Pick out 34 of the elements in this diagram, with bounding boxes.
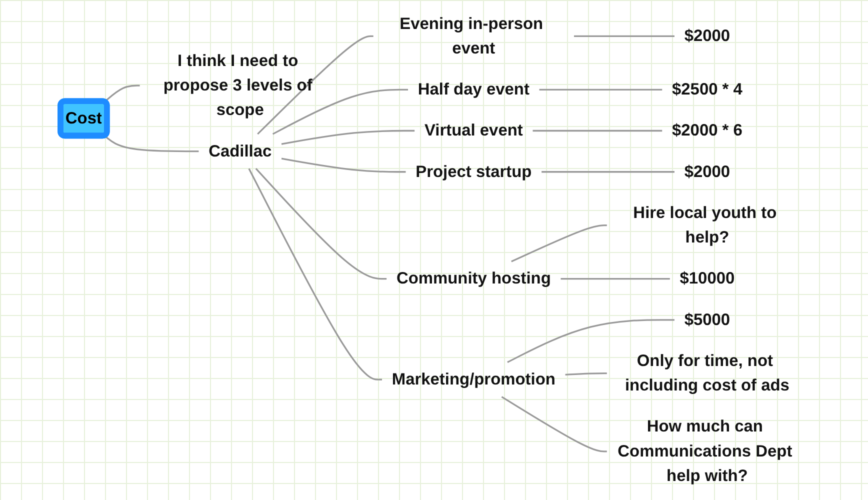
node-text: Project startup	[416, 162, 532, 181]
node-text: Virtual event	[424, 122, 523, 140]
connector	[574, 35, 674, 37]
node-text: I think I need to propose 3 levels of scope	[163, 52, 312, 120]
node-text: How much can Communications Dept help with?	[618, 418, 792, 486]
connector	[248, 168, 382, 380]
node-text: Only for time, not including cost of ads	[624, 352, 790, 395]
node-text: $10000	[680, 270, 735, 288]
node-text: Evening in-person event	[400, 14, 544, 58]
connector	[104, 135, 199, 152]
node-text: $2500 * 4	[672, 80, 742, 99]
node-text: $2000	[684, 27, 730, 46]
connector	[281, 158, 406, 173]
node-text: $5000	[684, 310, 730, 329]
node-text: Cadillac	[208, 142, 272, 160]
node-text: Hire local youth to help?	[633, 204, 777, 247]
connector	[507, 319, 674, 363]
connector	[272, 88, 408, 135]
connector	[511, 224, 607, 262]
node-text: Community hosting	[396, 270, 551, 288]
connector	[565, 372, 607, 376]
connector	[542, 171, 674, 173]
connector	[281, 130, 415, 145]
connector	[539, 88, 662, 90]
connector	[104, 84, 140, 102]
connector	[501, 396, 607, 452]
node-text: $2000 * 6	[672, 122, 742, 140]
connector	[257, 35, 374, 135]
node-text: $2000	[684, 162, 730, 181]
connector	[532, 130, 662, 132]
connector	[255, 168, 387, 280]
connector	[560, 278, 670, 280]
node-text: Marketing/promotion	[392, 370, 556, 389]
node-text: Half day event	[418, 80, 530, 99]
